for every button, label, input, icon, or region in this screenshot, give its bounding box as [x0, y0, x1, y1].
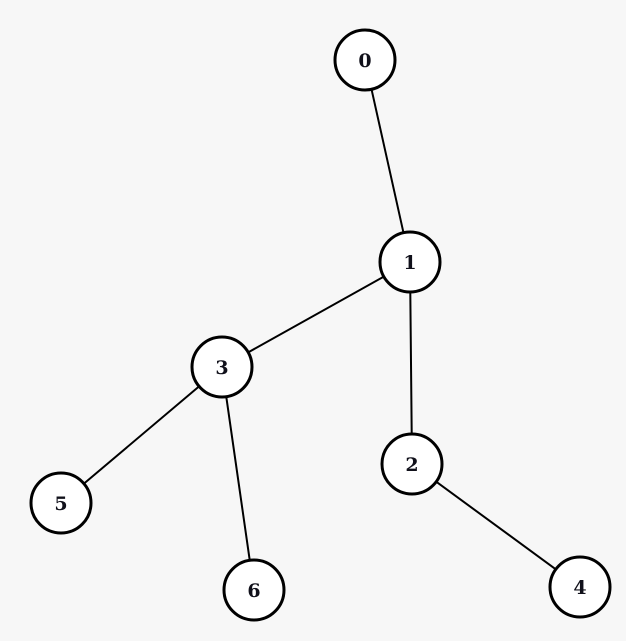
graph-node-1[interactable]: 1 [378, 230, 442, 294]
graph-node-label-1: 1 [403, 252, 416, 274]
graph-node-label-2: 2 [405, 454, 418, 476]
graph-node-circle-6[interactable] [222, 558, 286, 622]
graph-node-circle-4[interactable] [548, 555, 612, 619]
graph-node-label-5: 5 [54, 493, 67, 515]
graph-node-0[interactable]: 0 [333, 28, 397, 92]
graph-edge-1-2 [409, 290, 413, 436]
graph-node-circle-0[interactable] [333, 28, 397, 92]
graph-edge-2-4 [435, 480, 557, 571]
graph-node-circle-1[interactable] [378, 230, 442, 294]
graph-node-label-0: 0 [358, 50, 371, 72]
graph-edge-1-3 [247, 275, 385, 354]
graph-node-3[interactable]: 3 [190, 335, 254, 399]
graph-node-5[interactable]: 5 [29, 471, 93, 535]
graph-node-2[interactable]: 2 [380, 432, 444, 496]
graph-node-label-4: 4 [573, 577, 586, 599]
edge-layer [82, 88, 557, 571]
node-layer: 0 1 2 3 4 5 6 [29, 28, 612, 622]
graph-node-label-6: 6 [247, 580, 260, 602]
graph-node-4[interactable]: 4 [548, 555, 612, 619]
graph-node-circle-5[interactable] [29, 471, 93, 535]
graph-node-circle-2[interactable] [380, 432, 444, 496]
graph-node-circle-3[interactable] [190, 335, 254, 399]
graph-edge-3-6 [225, 395, 251, 562]
graph-edge-3-5 [82, 385, 201, 485]
graph-node-label-3: 3 [215, 357, 228, 379]
graph-node-6[interactable]: 6 [222, 558, 286, 622]
graph-edge-0-1 [370, 88, 405, 234]
